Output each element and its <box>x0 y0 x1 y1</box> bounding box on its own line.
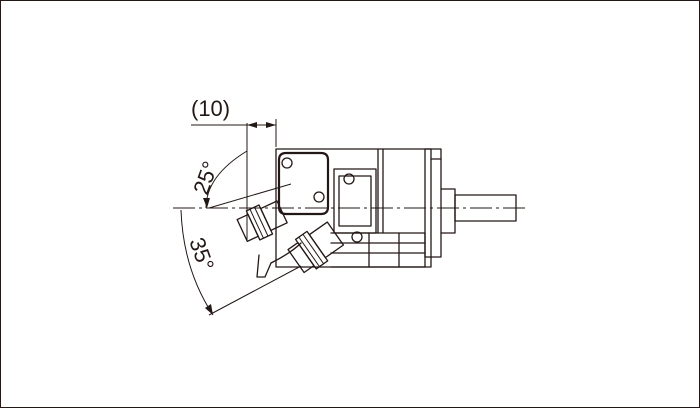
angle-ray-lower <box>208 265 302 316</box>
angle-lower-label: 35° <box>184 234 219 274</box>
encoder-cable-outlet <box>236 200 288 243</box>
cable-tail <box>270 242 302 264</box>
offset-label: (10) <box>191 96 230 121</box>
cable-tail <box>256 254 272 278</box>
connector-body <box>260 200 288 232</box>
angle-upper-label: 25° <box>188 158 223 198</box>
nut-ridge <box>254 206 269 237</box>
motor-body <box>275 148 517 268</box>
arrow-head <box>266 122 276 128</box>
power-cable-outlet <box>287 221 345 274</box>
arrow-head <box>203 198 210 208</box>
connector-plate <box>277 151 330 216</box>
screw <box>313 191 325 203</box>
offset-dimension: (10) <box>191 96 277 241</box>
encoder-connector-block <box>277 151 330 216</box>
connector-body <box>308 221 345 259</box>
lower-housing <box>330 232 426 268</box>
output-shaft <box>454 194 517 222</box>
screw <box>351 231 363 243</box>
arrow-head <box>205 304 213 315</box>
nut-ridge <box>302 233 324 265</box>
arrow-head <box>247 122 257 128</box>
angle-dimensions: 25° 35° <box>180 150 302 316</box>
screw <box>281 157 293 169</box>
angle-arc-lower <box>180 209 214 316</box>
angle-ray-upper <box>208 183 292 209</box>
cable-gland <box>236 213 259 243</box>
pilot-boss <box>440 188 456 234</box>
nut-ridge <box>249 209 264 239</box>
nut-ridge <box>298 236 320 267</box>
screw <box>343 173 355 185</box>
power-connector-inner <box>338 175 372 227</box>
flange-plate <box>424 148 442 258</box>
power-connector-block <box>333 168 377 243</box>
power-connector-housing <box>333 168 377 234</box>
